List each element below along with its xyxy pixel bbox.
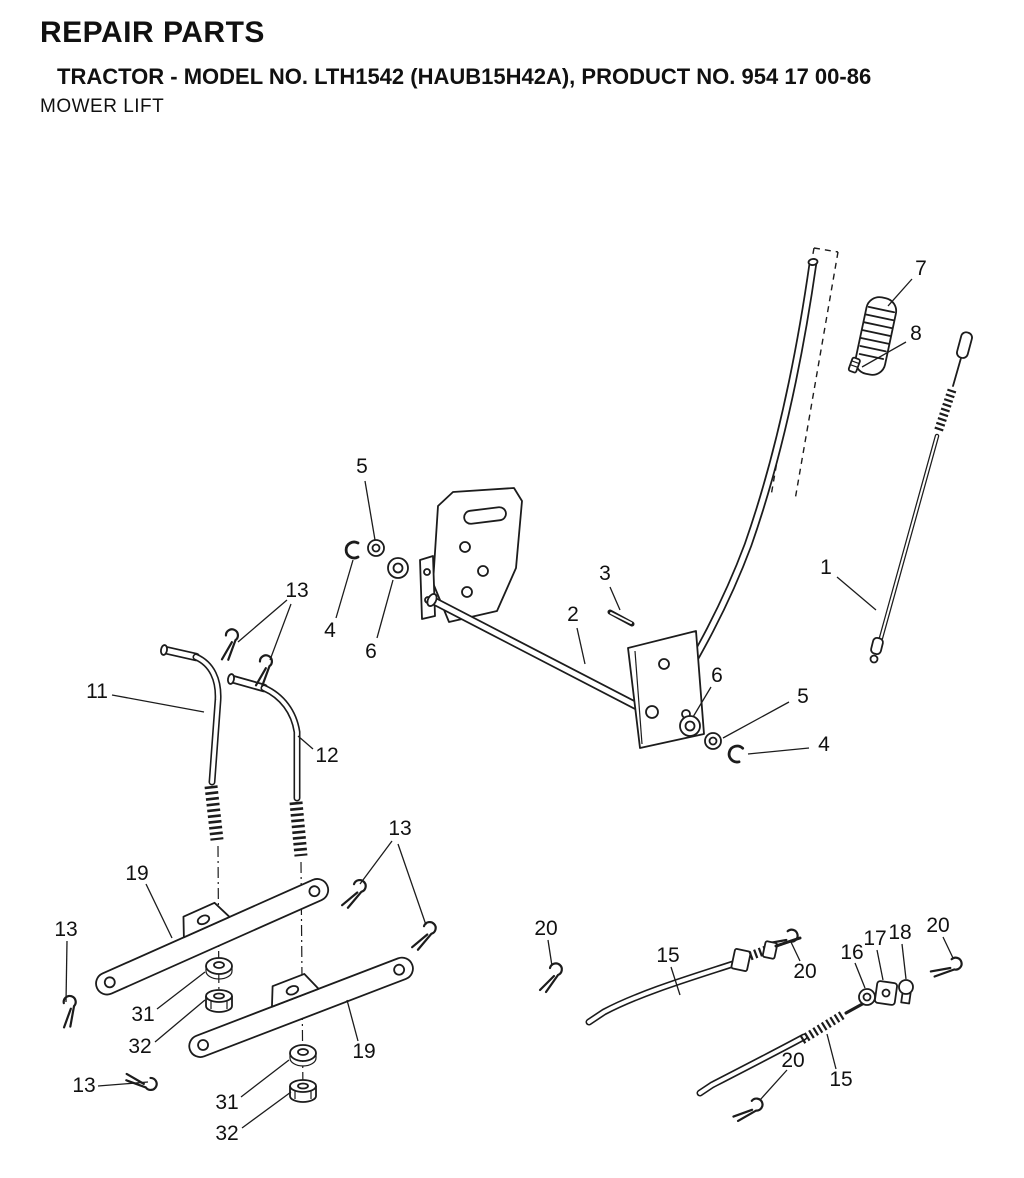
section-title: MOWER LIFT (40, 96, 165, 117)
callout-32-b: 32 (215, 1122, 238, 1145)
handle-grip (854, 296, 898, 376)
lift-arm-lower (188, 956, 414, 1058)
callout-20-d: 20 (781, 1049, 804, 1072)
callout-16: 16 (840, 941, 863, 964)
hairpin-clip (731, 1091, 766, 1129)
handle-ghost-outline (770, 247, 839, 501)
callout-13-c: 13 (54, 918, 77, 941)
callout-1: 1 (820, 556, 832, 579)
roll-pin (607, 609, 635, 627)
callout-5-b: 5 (797, 685, 809, 708)
callout-18: 18 (888, 921, 911, 944)
callout-4-a: 4 (324, 619, 336, 642)
callout-13-a: 13 (285, 579, 308, 602)
link-rod-15-lower (696, 1000, 868, 1097)
callout-2: 2 (567, 603, 579, 626)
callout-6-a: 6 (365, 640, 377, 663)
lift-shaft (426, 593, 662, 724)
c-ring-left (344, 540, 360, 560)
callout-13-d: 13 (72, 1074, 95, 1097)
callout-20-a: 20 (534, 917, 557, 940)
hex-nut (205, 989, 233, 1013)
lift-cable-assembly (869, 331, 973, 664)
hairpin-clip (928, 948, 966, 987)
callout-15-a: 15 (656, 944, 679, 967)
callout-20-c: 20 (793, 960, 816, 983)
lift-arm-upper (95, 878, 330, 996)
callout-11: 11 (86, 680, 108, 703)
callout-32-a: 32 (128, 1035, 151, 1058)
model-line: TRACTOR - MODEL NO. LTH1542 (HAUB15H42A)… (57, 64, 872, 89)
washer-nut-set-b (289, 1044, 317, 1103)
link-rod-15-upper (585, 936, 802, 1026)
c-ring-right (725, 742, 745, 765)
lift-rod-11 (160, 644, 224, 1009)
callout-31-a: 31 (131, 1003, 154, 1026)
callout-13-b: 13 (388, 817, 411, 840)
callout-15-b: 15 (829, 1068, 852, 1091)
washer-nut-set-a (205, 957, 233, 1013)
spacer-16 (858, 988, 876, 1006)
mounting-bracket-plate (419, 487, 523, 623)
callout-4-b: 4 (818, 733, 830, 756)
hairpin-clip (340, 877, 368, 911)
hairpin-clip (538, 962, 563, 994)
callout-20-b: 20 (926, 914, 949, 937)
callout-12: 12 (315, 744, 338, 767)
shaft-hardware-left (344, 539, 409, 579)
callout-31-b: 31 (215, 1091, 238, 1114)
callout-7: 7 (915, 257, 927, 280)
shaft-hardware-right (679, 715, 745, 765)
hairpin-clip (123, 1065, 160, 1097)
grip-screw (847, 356, 861, 374)
leader-lines (65, 278, 954, 1129)
callout-6-b: 6 (711, 664, 723, 687)
callout-19-a: 19 (125, 862, 148, 885)
hairpin-clip (410, 919, 438, 953)
hairpin-clips-20 (538, 920, 966, 1129)
hairpin-clip (213, 626, 245, 663)
bolt-18 (898, 979, 914, 1005)
callout-5-a: 5 (356, 455, 368, 478)
callout-19-b: 19 (352, 1040, 375, 1063)
callout-17: 17 (863, 927, 886, 950)
callout-labels: 7 8 1 3 2 5 13 4 6 11 12 6 5 4 13 19 13 … (54, 257, 949, 1145)
page-title: REPAIR PARTS (40, 16, 265, 49)
callout-3: 3 (599, 562, 611, 585)
lift-rod-12 (227, 673, 308, 1099)
hex-nut (289, 1079, 317, 1103)
callout-8: 8 (910, 322, 922, 345)
bracket-17 (874, 980, 898, 1006)
hairpin-clip (51, 992, 86, 1031)
